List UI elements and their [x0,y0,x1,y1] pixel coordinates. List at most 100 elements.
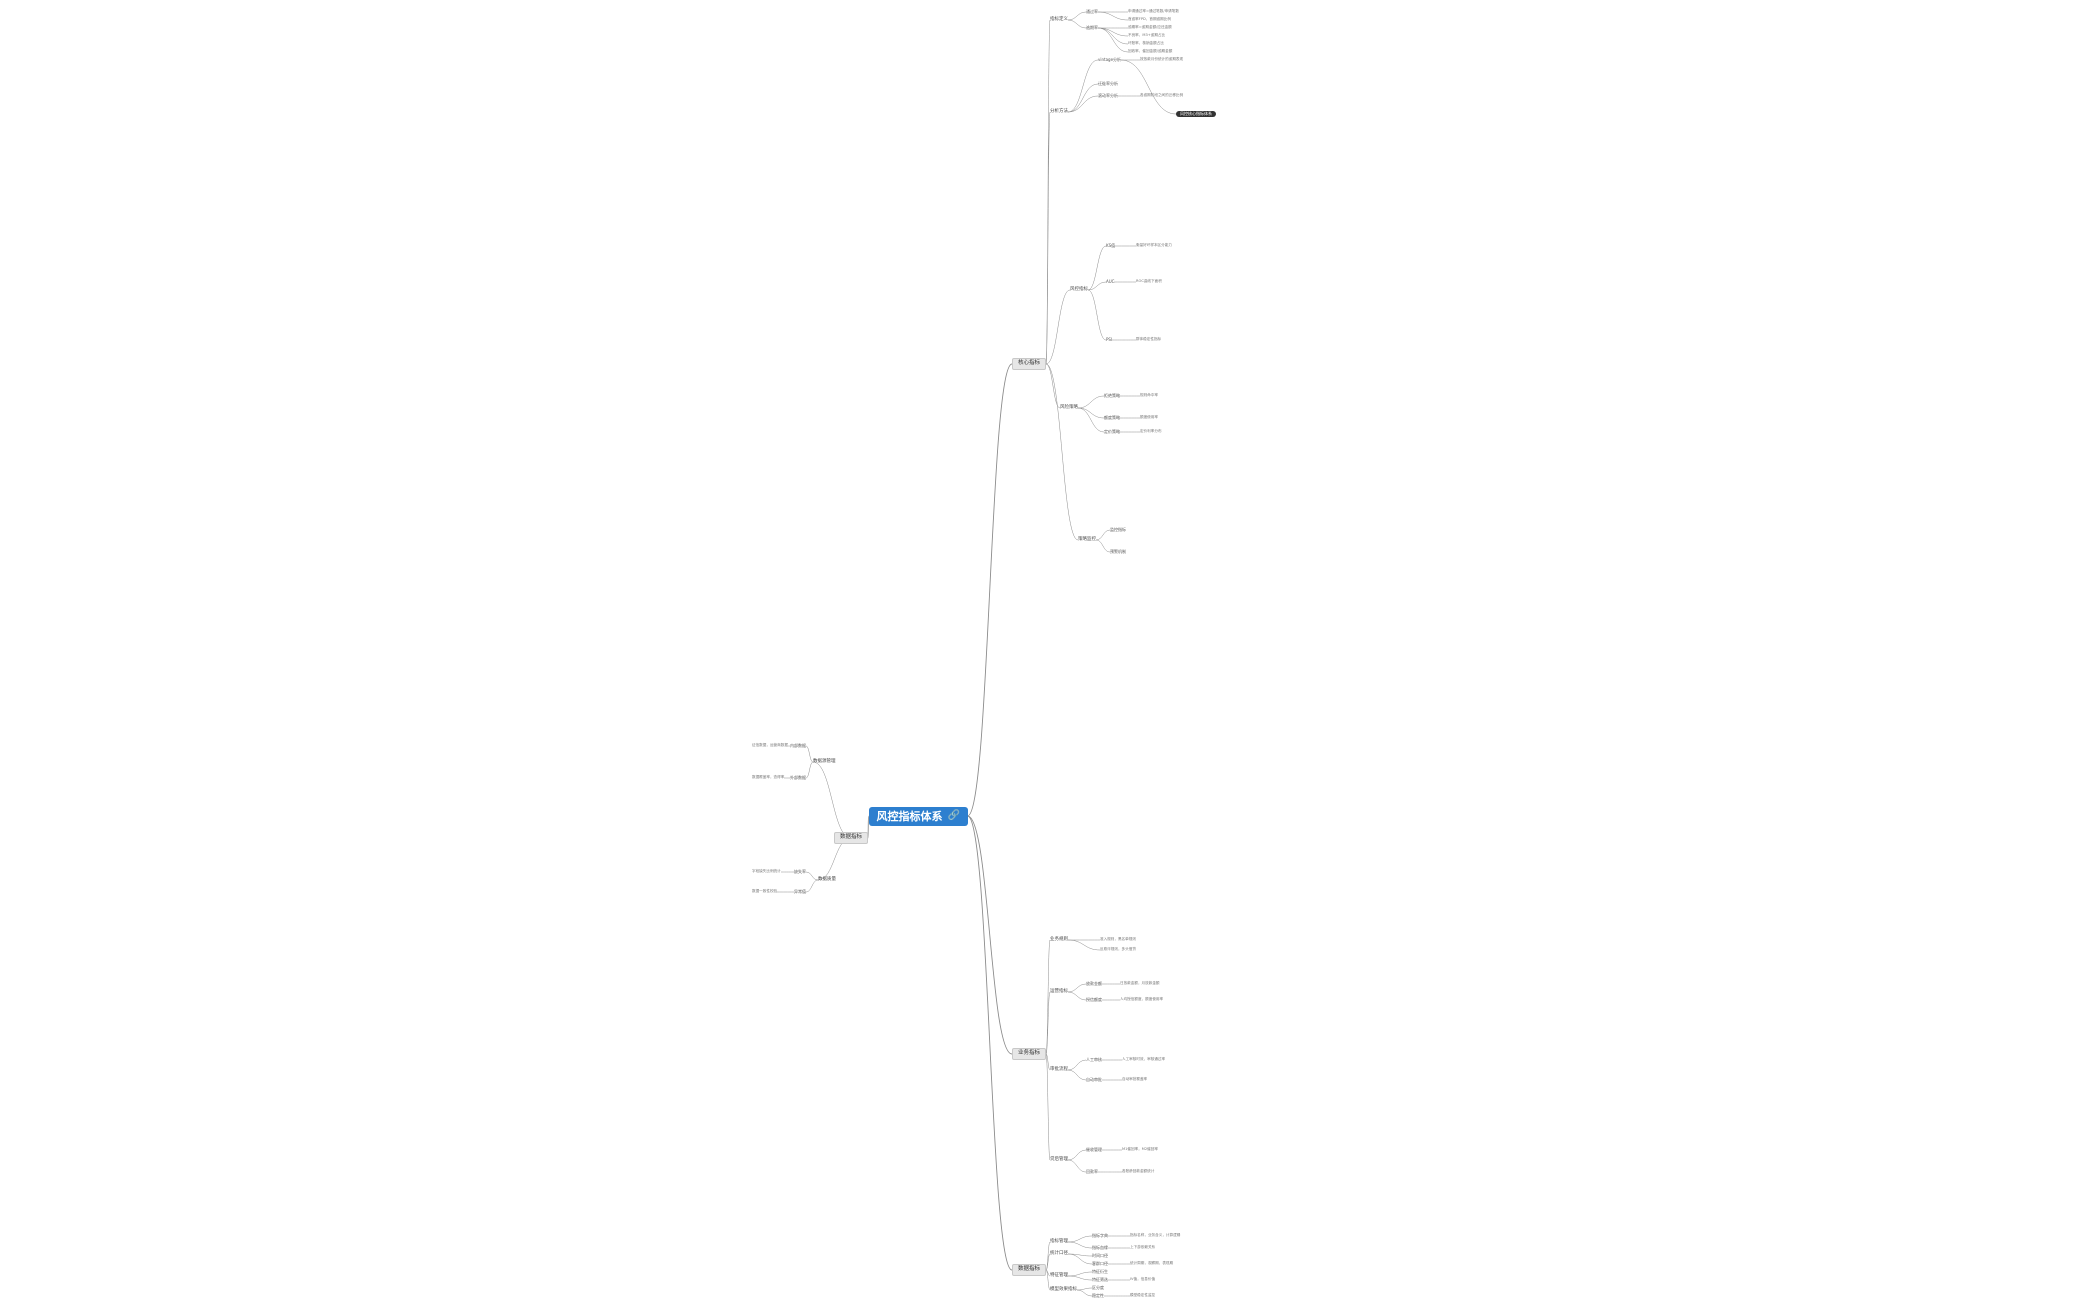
topic-node[interactable]: 指标管理 [1050,1238,1068,1244]
connector-line [1045,1241,1051,1271]
connector-line [1067,95,1099,113]
branch-node[interactable]: 业务指标 [1012,1048,1047,1060]
connector-line [1067,1241,1093,1249]
subtopic-node[interactable]: 催收管理 [1086,1147,1102,1152]
leaf-note: IV值，信息价值 [1130,1277,1156,1281]
topic-node[interactable]: 运营指标 [1050,988,1068,994]
topic-node[interactable]: 数据质量 [818,876,836,882]
connector-line [1045,289,1071,365]
branch-node[interactable]: 数据指标 [1012,1264,1047,1276]
leaf-note: 数据覆盖率，查得率 [752,775,785,779]
leaf-note: M1催回率，M2催回率 [1122,1147,1158,1151]
connector-line [1120,59,1177,115]
leaf-note: 反欺诈规则，多头借贷 [1100,947,1136,951]
leaf-note: 申请通过率=通过笔数/申请笔数 [1128,9,1179,13]
connector-line [1045,939,1051,1055]
subtopic-node[interactable]: 迁徙率分析 [1098,81,1118,86]
connector-line [1045,111,1051,365]
connector-line [805,745,814,763]
subtopic-node[interactable]: 人工审核 [1086,1057,1102,1062]
leaf-note: 人工审核时效，审核通过率 [1122,1057,1166,1061]
subtopic-node[interactable]: PSI [1106,337,1113,342]
link-icon[interactable]: 🔗 [947,810,960,821]
leaf-note: 自动审批覆盖率 [1122,1077,1148,1081]
topic-node[interactable]: 风控指标 [1070,286,1088,292]
leaf-note: ROC曲线下面积 [1136,279,1162,283]
subtopic-node[interactable]: 授信额度 [1086,997,1102,1002]
subtopic-node[interactable]: 额度策略 [1104,415,1120,420]
subtopic-node[interactable]: AUC [1106,279,1115,284]
branch-node[interactable]: 核心指标 [1012,358,1047,370]
subtopic-node[interactable]: 缺失率 [794,869,806,874]
connector-line [1045,1053,1051,1071]
subtopic-node[interactable]: 放款金额 [1086,981,1102,986]
subtopic-node[interactable]: 外部数据 [790,775,806,780]
subtopic-node[interactable]: 指标字典 [1092,1233,1108,1238]
connector-line [1097,11,1129,21]
subtopic-node[interactable]: KS值 [1106,243,1116,248]
leaf-note: 准入规则，黑名单规则 [1100,937,1136,941]
subtopic-node[interactable]: 逾期率 [1086,25,1098,30]
connector-line [1067,991,1087,1001]
subtopic-node[interactable]: 特征衍生 [1092,1269,1108,1274]
topic-node[interactable]: 策略监控 [1078,536,1096,542]
topic-node[interactable]: 风险策略 [1060,404,1078,410]
subtopic-node[interactable]: 指标血缘 [1092,1245,1108,1250]
leaf-note: 指标名称，业务含义，计算逻辑 [1130,1233,1181,1237]
branch-node[interactable]: 数据指标 [834,832,869,844]
subtopic-node[interactable]: 区分度 [1092,1285,1104,1290]
leaf-note: 征信数据，运营商数据 [752,743,788,747]
leaf-note: 模型稳定性监控 [1130,1293,1156,1297]
subtopic-node[interactable]: vintage分析 [1098,57,1122,62]
topic-node[interactable]: 特征管理 [1050,1272,1068,1278]
connector-line [1045,1269,1051,1291]
subtopic-node[interactable]: 预警机制 [1110,549,1126,554]
connector-line [1077,407,1105,419]
connector-line [1045,363,1061,409]
connector-line [1045,1053,1051,1161]
connector-line [1067,939,1101,951]
subtopic-node[interactable]: 定价策略 [1104,429,1120,434]
connector-line [967,363,1013,817]
topic-node[interactable]: 数据源管理 [813,758,836,764]
highlighted-note[interactable]: 风控核心指标体系 [1176,111,1216,117]
topic-node[interactable]: 贷后管理 [1050,1156,1068,1162]
subtopic-node[interactable]: 监控指标 [1110,527,1126,532]
subtopic-node[interactable]: 内部数据 [790,743,806,748]
subtopic-node[interactable]: 时间口径 [1092,1253,1108,1258]
topic-node[interactable]: 指标定义 [1050,16,1068,22]
subtopic-node[interactable]: 客群口径 [1092,1261,1108,1266]
subtopic-node[interactable]: 回款率 [1086,1169,1098,1174]
topic-node[interactable]: 统计口径 [1050,1250,1068,1256]
connector-line [1067,11,1087,21]
topic-node[interactable]: 分析方法 [1050,108,1068,114]
root-node[interactable]: 风控指标体系 🔗 [868,806,968,826]
leaf-note: 人均授信额度，额度使用率 [1120,997,1164,1001]
connector-line [1097,27,1129,53]
subtopic-node[interactable]: 通过率 [1086,9,1098,14]
leaf-note: 规则命中率 [1140,393,1158,397]
topic-node[interactable]: 业务规则 [1050,936,1068,942]
leaf-note: 按放款月份统计的逾期表现 [1140,57,1184,61]
connector-line [805,879,819,893]
leaf-note: 群体稳定性指标 [1136,337,1162,341]
leaf-note: 定价利率分布 [1140,429,1162,433]
topic-node[interactable]: 模型效果指标 [1050,1286,1077,1292]
connector-line [867,815,869,839]
leaf-note: 各账龄回款金额统计 [1122,1169,1155,1173]
connector-line [1045,991,1051,1055]
leaf-note: 坏账率，核销金额占比 [1128,41,1164,45]
connector-line [967,815,1013,1055]
subtopic-node[interactable]: 稳定性 [1092,1293,1104,1298]
connector-line [1095,529,1111,541]
subtopic-node[interactable]: 特征筛选 [1092,1277,1108,1282]
topic-node[interactable]: 审批流程 [1050,1066,1068,1072]
subtopic-node[interactable]: 滚动率分析 [1098,93,1118,98]
subtopic-node[interactable]: 拒绝策略 [1104,393,1120,398]
connector-line [1067,1069,1087,1081]
subtopic-node[interactable]: 异常值 [794,889,806,894]
subtopic-node[interactable]: 自动审批 [1086,1077,1102,1082]
connector-line [1067,1059,1087,1071]
